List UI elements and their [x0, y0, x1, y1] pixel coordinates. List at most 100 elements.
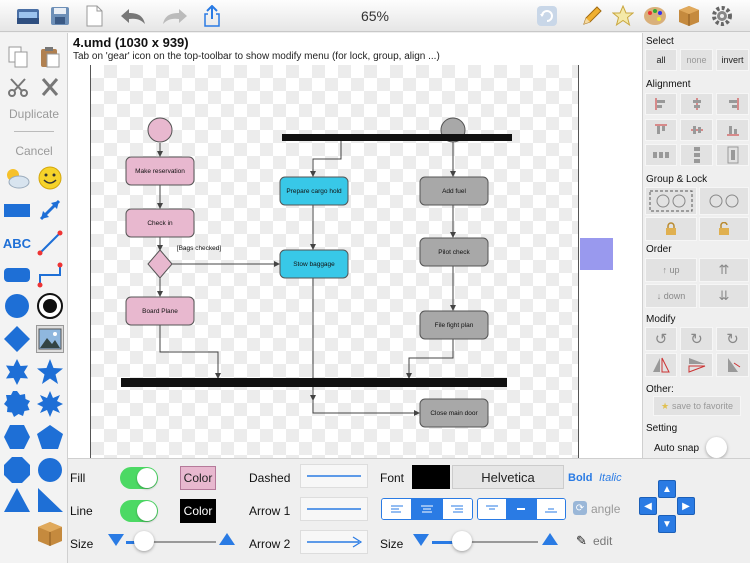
align-text-center-icon[interactable]	[412, 499, 443, 519]
triangle-tool-icon[interactable]	[2, 486, 32, 514]
group-icon[interactable]	[645, 187, 697, 215]
move-up-icon[interactable]: ▲	[658, 480, 676, 498]
node-file-fight-plan[interactable]	[419, 310, 489, 340]
weather-clip-icon[interactable]	[2, 164, 32, 192]
fill-toggle[interactable]	[120, 467, 158, 489]
size-increase-icon[interactable]	[219, 533, 235, 545]
open-file-icon[interactable]	[16, 4, 40, 28]
align-text-right-icon[interactable]	[442, 499, 472, 519]
cancel-button[interactable]: Cancel	[15, 144, 53, 158]
fork-bar[interactable]	[282, 134, 512, 141]
save-to-favorite-button[interactable]: ★save to favorite	[653, 396, 741, 416]
right-triangle-tool-icon[interactable]	[36, 486, 64, 514]
end-node-tool-icon[interactable]	[36, 292, 64, 320]
drawing-canvas[interactable]: Make reservation Check in Board Plane Pr…	[90, 65, 579, 458]
copy-icon[interactable]	[4, 43, 32, 71]
align-text-left-icon[interactable]	[382, 499, 413, 519]
node-close-main-door[interactable]	[419, 398, 489, 428]
selected-shape[interactable]	[580, 238, 613, 270]
delete-icon[interactable]	[36, 73, 64, 101]
rotate-left-icon[interactable]: ↺	[645, 327, 677, 351]
vertical-align-control[interactable]	[477, 498, 566, 520]
line-toggle[interactable]	[120, 500, 158, 522]
size-decrease-icon[interactable]	[108, 534, 124, 546]
rounded-rect-tool-icon[interactable]	[2, 261, 32, 289]
font-size-slider-knob[interactable]	[452, 531, 472, 551]
size-slider-knob[interactable]	[134, 531, 154, 551]
flip-horizontal-icon[interactable]	[645, 353, 677, 377]
auto-snap-toggle[interactable]	[706, 437, 727, 458]
new-document-icon[interactable]	[82, 4, 106, 28]
diamond-tool-icon[interactable]	[2, 325, 32, 353]
same-size-icon[interactable]	[716, 144, 749, 166]
align-top-icon[interactable]	[645, 119, 677, 141]
move-left-icon[interactable]: ◀	[639, 497, 657, 515]
node-add-fuel[interactable]	[419, 176, 489, 206]
save-icon[interactable]	[48, 4, 72, 28]
cut-icon[interactable]	[4, 73, 32, 101]
star6-tool-icon[interactable]	[2, 358, 32, 386]
font-size-decrease-icon[interactable]	[413, 534, 429, 546]
pentagon-tool-icon[interactable]	[36, 423, 64, 451]
angle-icon[interactable]: ⟳	[573, 501, 587, 515]
skew-icon[interactable]	[716, 353, 749, 377]
gear-icon[interactable]	[710, 4, 734, 28]
pencil-icon[interactable]	[580, 4, 604, 28]
send-to-back-icon[interactable]: ⇊	[699, 284, 749, 308]
star8-tool-icon[interactable]	[36, 390, 64, 418]
text-align-control[interactable]	[381, 498, 473, 520]
image-tool-icon[interactable]	[36, 325, 64, 353]
palette-icon[interactable]	[643, 4, 667, 28]
flip-vertical-icon[interactable]	[680, 353, 713, 377]
circle-tool-icon[interactable]	[2, 292, 32, 320]
star-icon[interactable]	[611, 4, 635, 28]
node-pilot-check[interactable]	[419, 237, 489, 267]
align-right-icon[interactable]	[716, 93, 749, 115]
font-size-increase-icon[interactable]	[542, 533, 558, 545]
undo-icon[interactable]	[118, 4, 148, 28]
font-name-field[interactable]: Helvetica	[452, 465, 564, 489]
rotate-right-icon[interactable]: ↻	[716, 327, 749, 351]
align-left-icon[interactable]	[645, 93, 677, 115]
decision-node[interactable]	[147, 249, 173, 279]
start-node[interactable]	[147, 117, 173, 143]
join-bar[interactable]	[121, 378, 507, 387]
distribute-vertical-icon[interactable]	[680, 144, 713, 166]
valign-middle-icon[interactable]	[507, 499, 537, 519]
arrow2-preview[interactable]	[300, 530, 368, 554]
arrow1-preview[interactable]	[300, 497, 368, 521]
ellipse-tool-icon[interactable]	[36, 456, 64, 484]
node-make-reservation[interactable]	[125, 156, 195, 186]
text-tool[interactable]: ABC	[2, 235, 32, 251]
size-slider-track[interactable]	[144, 541, 216, 543]
italic-button[interactable]: Italic	[599, 472, 622, 484]
order-up-button[interactable]: ↑ up	[645, 258, 697, 282]
connector-tool-icon[interactable]	[36, 261, 64, 289]
paste-icon[interactable]	[36, 43, 64, 71]
lock-icon[interactable]	[645, 217, 697, 241]
duplicate-button[interactable]: Duplicate	[8, 107, 60, 121]
share-icon[interactable]	[200, 4, 224, 28]
font-color-button[interactable]	[412, 465, 450, 489]
fill-color-button[interactable]: Color	[180, 466, 216, 490]
node-check-in[interactable]	[125, 208, 195, 238]
font-size-slider-track[interactable]	[462, 541, 538, 543]
dashed-preview[interactable]	[300, 464, 368, 488]
align-center-icon[interactable]	[680, 93, 713, 115]
angle-button[interactable]: angle	[591, 502, 621, 516]
move-down-icon[interactable]: ▼	[658, 515, 676, 533]
move-right-icon[interactable]: ▶	[677, 497, 695, 515]
rotate-free-icon[interactable]: ↻	[680, 327, 713, 351]
seal-tool-icon[interactable]	[2, 390, 32, 418]
select-all-button[interactable]: all	[645, 49, 677, 71]
ungroup-icon[interactable]	[699, 187, 749, 215]
order-down-button[interactable]: ↓ down	[645, 284, 697, 308]
line-color-button[interactable]: Color	[180, 499, 216, 523]
package-icon[interactable]	[36, 520, 64, 548]
node-board-plane[interactable]	[125, 296, 195, 326]
select-invert-button[interactable]: invert	[716, 49, 749, 71]
node-stow-baggage[interactable]	[279, 249, 349, 279]
star5-tool-icon[interactable]	[36, 358, 64, 386]
edit-button[interactable]: edit	[593, 534, 613, 548]
node-prepare-cargo-hold[interactable]	[279, 176, 349, 206]
